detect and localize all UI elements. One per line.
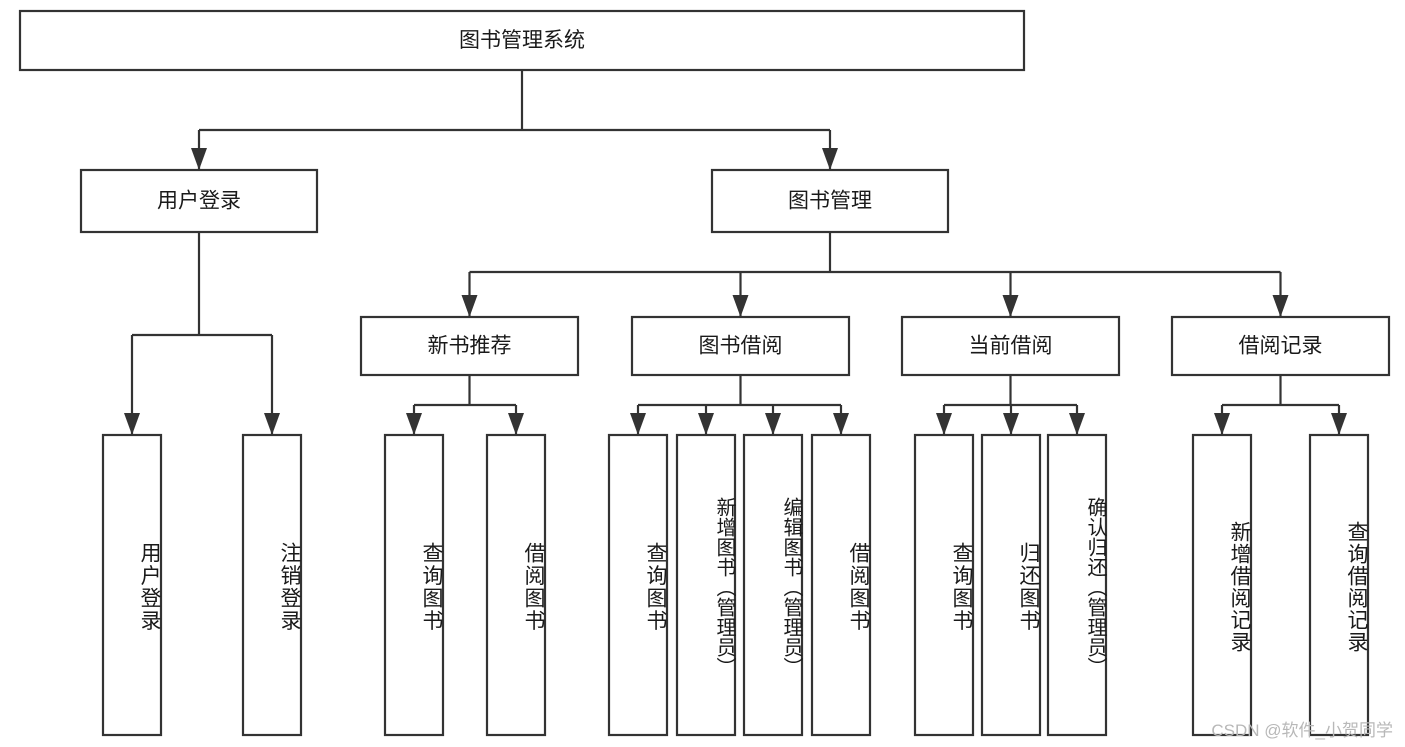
leaf-node-leaf-rec-query[interactable] <box>383 433 445 737</box>
node-label-book-manage: 图书管理 <box>788 190 872 213</box>
node-root[interactable] <box>18 9 1026 72</box>
node-book-borrow[interactable] <box>630 315 851 377</box>
arrow-head-icon <box>1002 295 1019 317</box>
arrow-head-icon <box>822 148 838 170</box>
arrow-head-icon <box>124 413 140 435</box>
node-new-book-rec[interactable] <box>359 315 580 377</box>
arrow-head-icon <box>630 413 646 435</box>
arrow-head-icon <box>406 413 422 435</box>
leaf-node-leaf-user-login[interactable] <box>101 433 163 737</box>
node-label-new-book-rec: 新书推荐 <box>428 335 512 358</box>
arrow-head-icon <box>833 413 849 435</box>
leaf-node-leaf-rec-borrow[interactable] <box>485 433 547 737</box>
arrow-head-icon <box>936 413 952 435</box>
arrow-head-icon <box>191 148 207 170</box>
leaf-node-leaf-cur-confirm[interactable] <box>1046 433 1108 737</box>
arrow-head-icon <box>1069 413 1085 435</box>
arrow-head-icon <box>508 413 524 435</box>
connector-layer <box>124 70 1347 435</box>
leaf-node-leaf-user-logout[interactable] <box>241 433 303 737</box>
csdn-watermark: CSDN @软件_小贺同学 <box>1211 721 1393 740</box>
node-label-borrow-record: 借阅记录 <box>1239 335 1323 358</box>
node-label-book-borrow: 图书借阅 <box>699 335 783 358</box>
leaf-node-leaf-borrow-do[interactable] <box>810 433 872 737</box>
leaf-node-leaf-borrow-edit[interactable] <box>742 433 804 737</box>
arrow-head-icon <box>732 295 749 317</box>
node-borrow-record[interactable] <box>1170 315 1391 377</box>
leaf-node-leaf-borrow-query[interactable] <box>607 433 669 737</box>
arrow-head-icon <box>1331 413 1347 435</box>
arrow-head-icon <box>765 413 781 435</box>
node-user-login[interactable] <box>79 168 319 234</box>
leaf-node-leaf-rec-search[interactable] <box>1308 433 1370 737</box>
leaf-node-leaf-cur-query[interactable] <box>913 433 975 737</box>
arrow-head-icon <box>698 413 714 435</box>
arrow-head-icon <box>1003 413 1019 435</box>
node-current-borrow[interactable] <box>900 315 1121 377</box>
leaf-node-leaf-borrow-add[interactable] <box>675 433 737 737</box>
node-label-current-borrow: 当前借阅 <box>969 335 1053 358</box>
arrow-head-icon <box>1272 295 1289 317</box>
leaf-node-leaf-cur-return[interactable] <box>980 433 1042 737</box>
arrow-head-icon <box>461 295 478 317</box>
leaf-node-leaf-rec-add[interactable] <box>1191 433 1253 737</box>
arrow-head-icon <box>264 413 280 435</box>
node-book-manage[interactable] <box>710 168 950 234</box>
node-box-layer <box>18 9 1391 737</box>
node-label-user-login: 用户登录 <box>157 190 241 213</box>
node-label-root: 图书管理系统 <box>459 29 585 52</box>
arrow-head-icon <box>1214 413 1230 435</box>
